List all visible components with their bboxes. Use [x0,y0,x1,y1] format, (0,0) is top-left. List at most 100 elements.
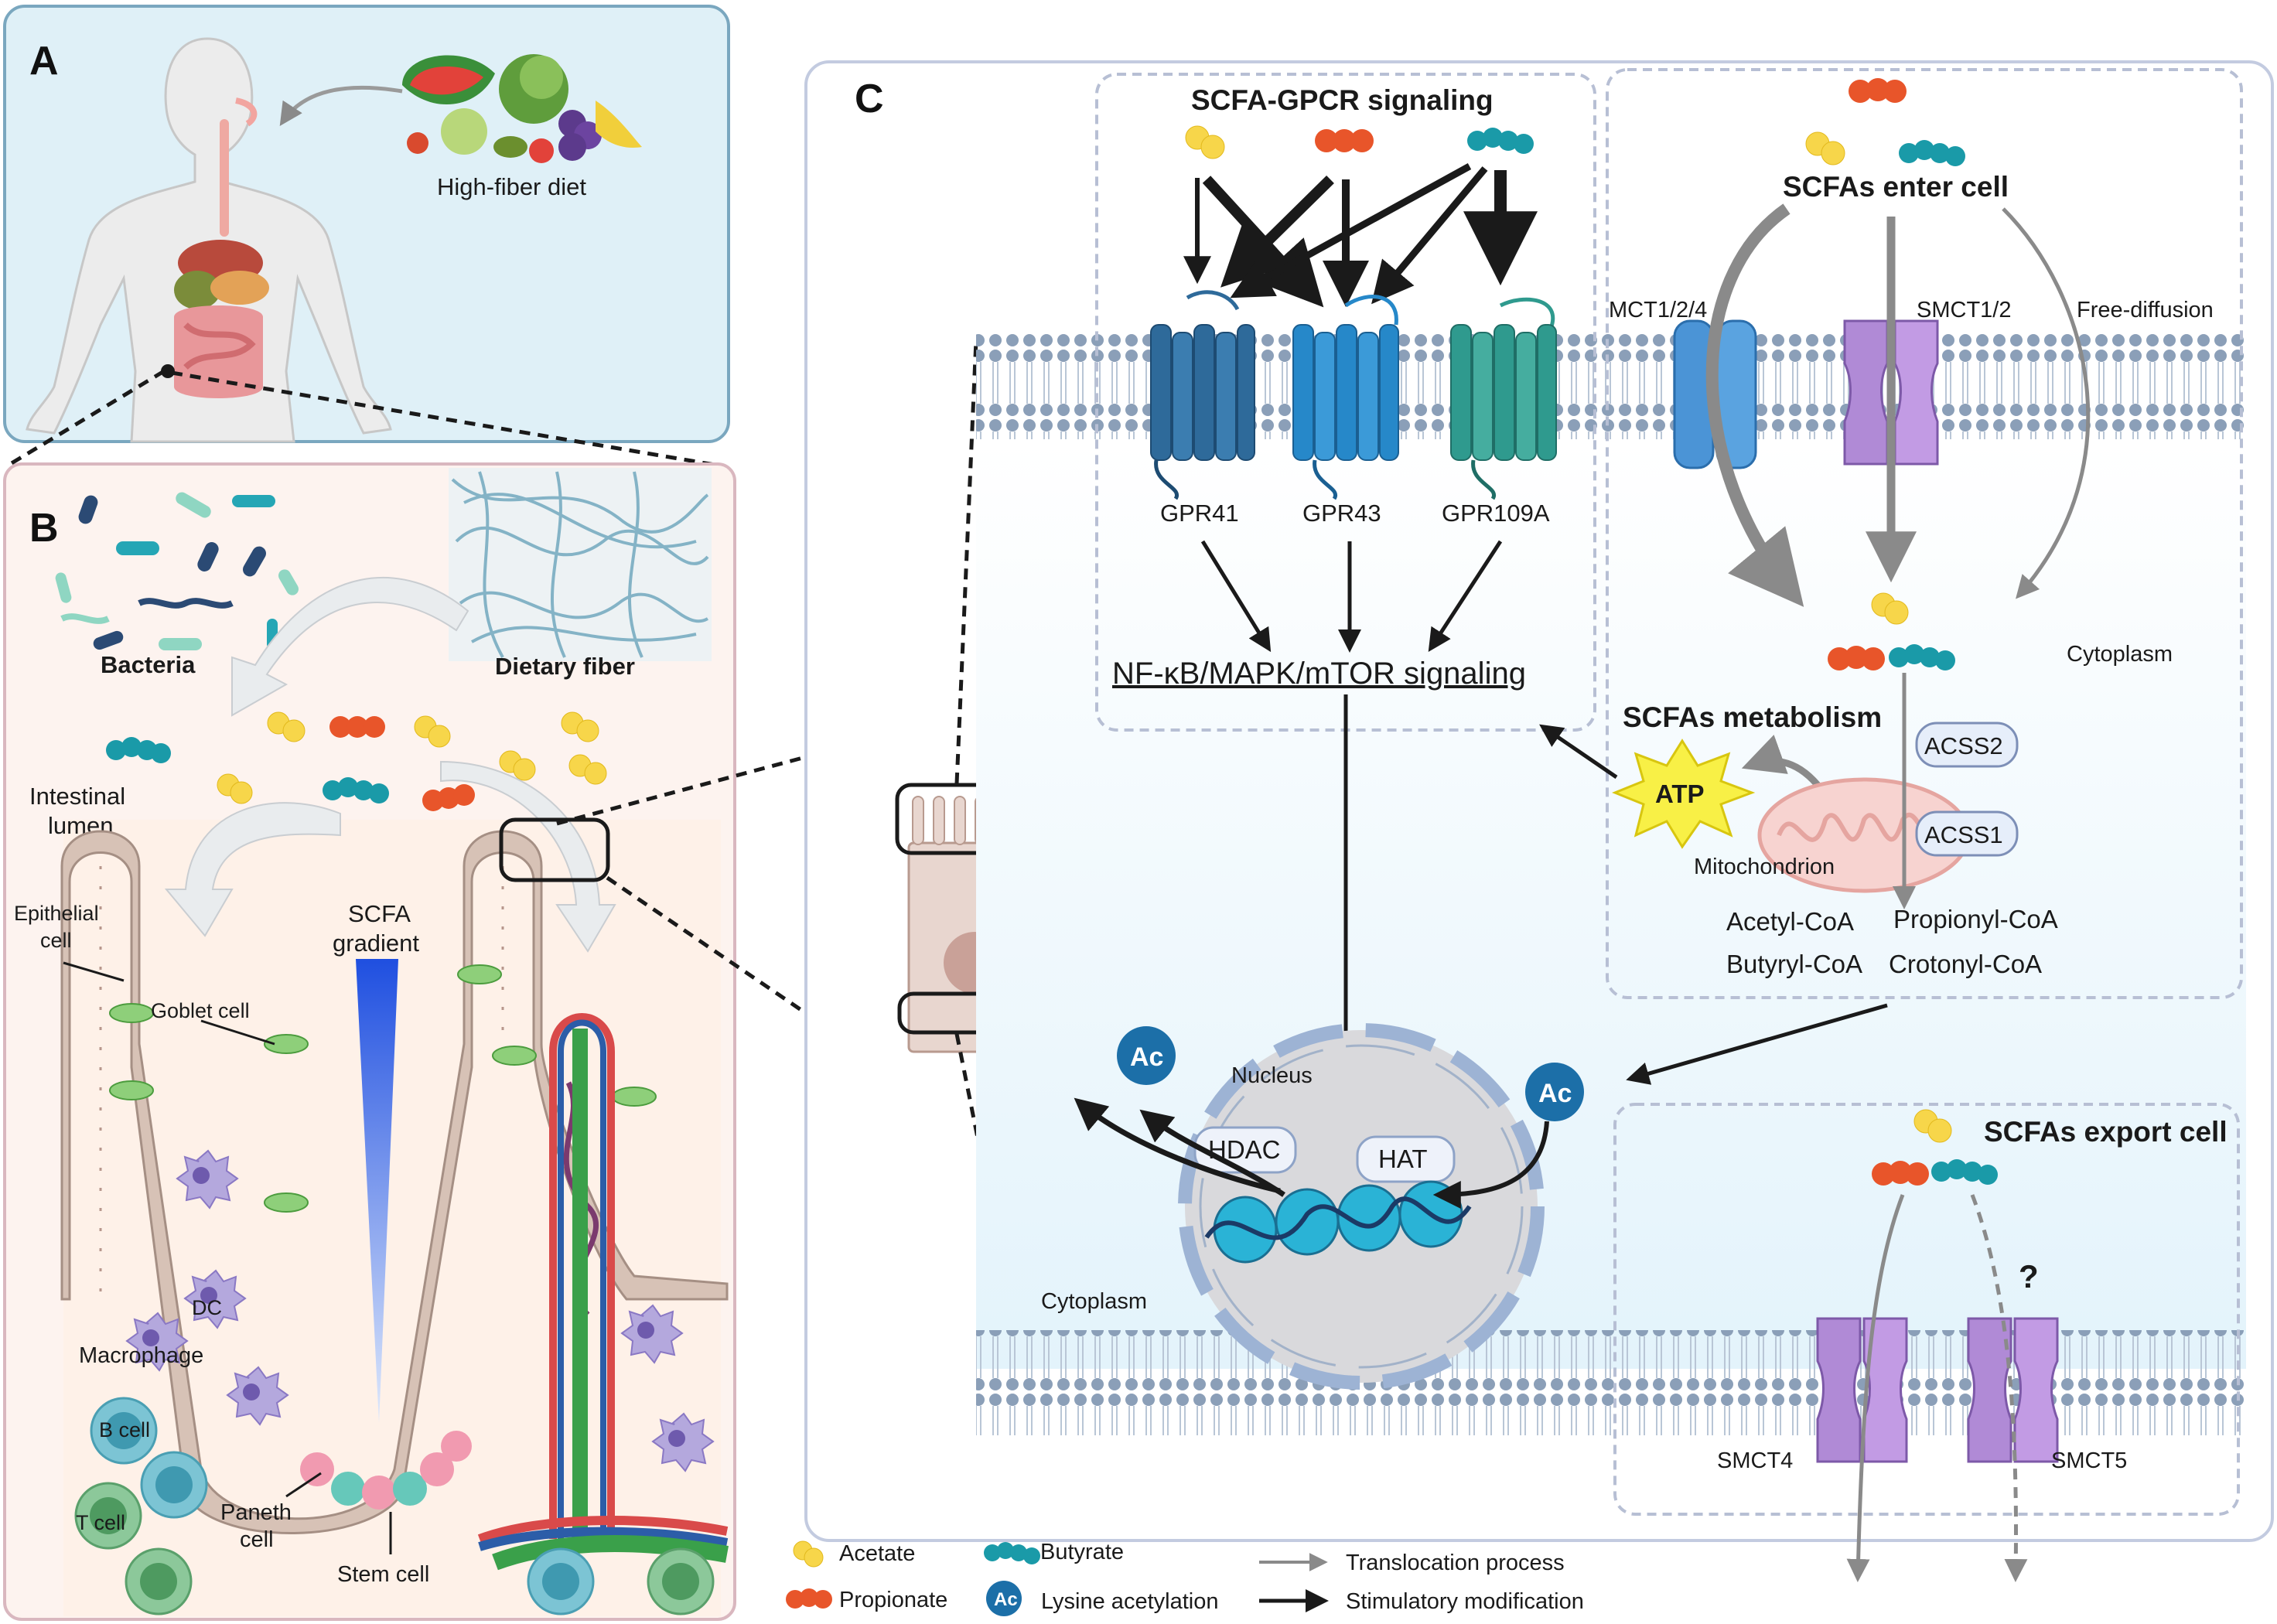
smct4-label: SMCT4 [1717,1448,1793,1473]
zoom-line-b-cell-bottom [606,875,864,1054]
mitochondrion [1757,777,1971,893]
paneth-pointer [285,1472,322,1498]
smct-transporter [1843,319,1939,466]
b-cell-label: B cell [99,1418,150,1441]
stem-label: Stem cell [337,1562,429,1587]
nucleus-label: Nucleus [1231,1063,1313,1088]
chromatin-nucleosomes [1204,1180,1472,1264]
zoom-line-a-b-left [6,369,166,468]
coa-crotonyl: Crotonyl-CoA [1889,950,2042,978]
metabolism-title: SCFAs metabolism [1623,701,1882,733]
fiber-to-bacteria-arrow [231,576,469,717]
receptor-downstream-arrows [1200,540,1503,653]
goblet-pointer [200,1019,275,1046]
signaling-label: NF-κB/MAPK/mTOR signaling [1112,657,1526,691]
atp-label: ATP [1655,780,1705,808]
ac-badge-left-text: Ac [1130,1042,1163,1072]
mitochondrion-label: Mitochondrion [1694,855,1835,879]
smct4-transporter [1816,1317,1908,1463]
cytoplasm-label-top: Cytoplasm [2067,642,2173,667]
zoom-box-villus [499,817,610,882]
legend-butyrate: Butyrate [1040,1540,1124,1564]
lumen-label-line1: Intestinal [29,783,125,810]
coa-to-ac-arrow [1626,1003,1888,1085]
legend: Acetate Propionate Butyrate Ac Lysine ac… [786,1540,1584,1616]
intestinal-epithelium [60,830,729,1534]
macrophage-label: Macrophage [79,1343,203,1368]
panel-c-letter: C [855,77,884,121]
ac-badge-right-text: Ac [1538,1079,1572,1108]
mct-entry-arrow [1705,203,1804,607]
scfa-gradient-wedge [356,959,398,1423]
transporter-label-smct: SMCT1/2 [1917,298,2011,322]
immune-cells [74,1149,715,1615]
bacteria-cluster [55,492,299,650]
hat-acetylation-arrow [1432,1121,1549,1209]
acss1-label: ACSS1 [1924,821,2003,848]
diet-to-mouth-arrow [279,85,403,127]
epithelial-label-line2: cell [40,929,72,952]
dietary-fiber-label: Dietary fiber [495,653,635,680]
transporter-label-mct: MCT1/2/4 [1609,298,1707,322]
legend-acetate: Acetate [839,1541,915,1566]
hat-pill [1356,1135,1456,1183]
atp-burst [1612,739,1756,849]
hdac-deacetylation-arrow [1139,1109,1285,1197]
intracellular-scfas [1828,592,1955,670]
transporter-label-diffusion: Free-diffusion [2077,298,2214,322]
smct5-transporter [1967,1317,2059,1463]
legend-lysine: Lysine acetylation [1041,1589,1218,1614]
acss1-pill [1915,810,2019,857]
diffusion-entry-arrow [2002,207,2091,599]
smct5-label: SMCT5 [2051,1448,2127,1473]
paneth-label-line1: Paneth [220,1500,292,1525]
paneth-label-line2: cell [240,1527,274,1552]
goblet-label: Goblet cell [151,999,250,1022]
dc-label: DC [192,1296,222,1319]
panel-b: B Bac [3,462,736,1621]
ac-badge-right [1525,1063,1584,1121]
lumen-to-crypt-arrow-left [164,802,341,937]
receptor-gpr43 [1292,295,1399,500]
receptor-gpr41 [1150,290,1255,500]
panel-c: C SCFA-GPCR signaling [804,60,2274,1582]
acss2-pill [1915,722,2019,768]
panel-b-letter: B [29,506,59,551]
bacteria-label: Bacteria [101,651,196,678]
export-ligands [1872,1109,1998,1186]
lumen-to-crypt-arrow-right [440,760,616,953]
gradient-label-line2: gradient [333,930,419,957]
gpcr-title: SCFA-GPCR signaling [1191,84,1494,116]
mito-to-atp-arrow [1741,735,1821,787]
coa-butyryl: Butyryl-CoA [1726,950,1862,978]
coa-acetyl: Acetyl-CoA [1726,907,1854,936]
fiber-mesh [449,468,712,661]
export-title: SCFAs export cell [1984,1116,2228,1148]
gradient-label-line1: SCFA [348,900,411,927]
panel-a: A High-fiber d [3,5,730,443]
zoom-line-b-cell-top [556,745,844,826]
ligand-binding-arrows [1183,163,1538,308]
atp-to-signaling-arrow [1539,724,1618,780]
mct-transporter [1673,319,1757,469]
coa-propionyl: Propionyl-CoA [1893,905,2058,933]
gpcr-ligands [1185,125,1534,159]
epithelial-pointer [63,961,125,982]
blood-vessels [477,1013,729,1571]
receptor-label-gpr43: GPR43 [1302,500,1381,527]
legend-translocation: Translocation process [1346,1551,1565,1575]
ac-badge-left [1117,1026,1176,1085]
fiber-food-illustration [402,54,642,163]
epithelial-label-line1: Epithelial [14,902,99,925]
hdac-release-arrow [1074,1097,1281,1194]
smct5-export-arrow [1970,1194,2028,1582]
receptor-gpr109a [1450,297,1557,500]
receptor-label-gpr109a: GPR109A [1442,500,1550,527]
legend-propionate: Propionate [839,1588,947,1612]
export-unknown: ? [2019,1258,2039,1295]
lumen-scfa-molecules [106,711,607,811]
legend-stimulatory: Stimulatory modification [1346,1589,1584,1614]
acss2-label: ACSS2 [1924,732,2003,759]
receptor-label-gpr41: GPR41 [1160,500,1239,527]
enter-ligands [1805,78,1965,166]
